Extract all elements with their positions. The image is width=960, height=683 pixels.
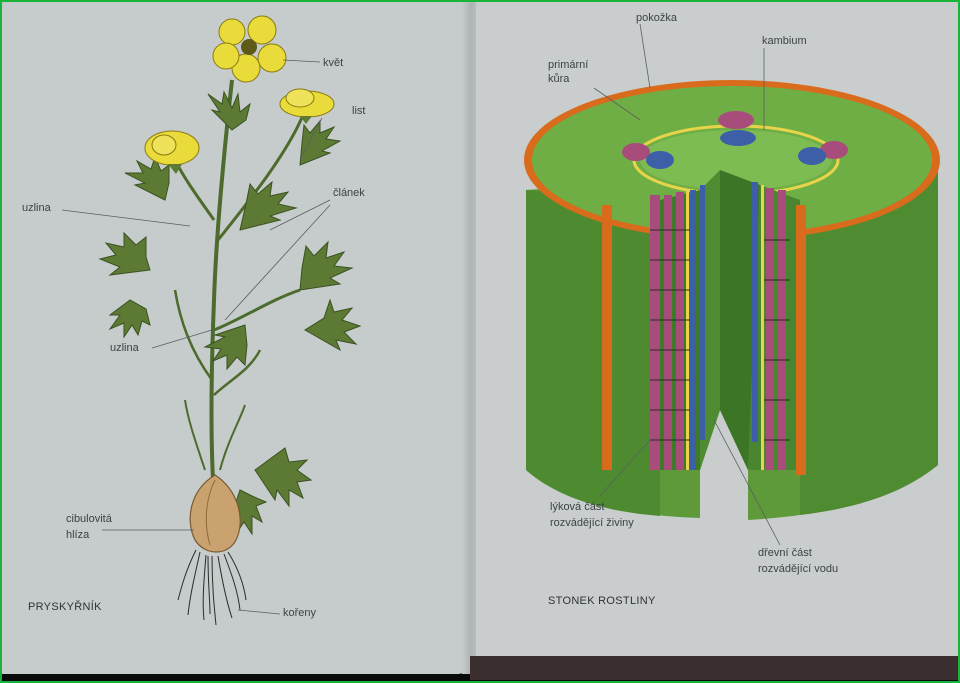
label-koreny: kořeny (283, 607, 317, 619)
label-lyko-2: rozvádějící živiny (550, 517, 634, 529)
flower-right (279, 88, 335, 124)
label-clanek: článek (333, 187, 365, 199)
label-drevo-2: rozvádějící vodu (758, 563, 838, 575)
label-primarni-2: kůra (548, 73, 570, 85)
roots (177, 549, 247, 626)
caption-left: PRYSKYŘNÍK (28, 600, 102, 613)
label-drevo-1: dřevní část (758, 547, 812, 559)
label-list: list (352, 105, 365, 117)
label-primarni-1: primární (548, 59, 588, 71)
label-uzlina-mid: uzlina (110, 342, 140, 354)
table-background (470, 656, 958, 680)
left-leader-lines (61, 59, 331, 615)
label-kambium: kambium (762, 35, 807, 47)
buttercup-plant (98, 15, 362, 626)
flower-top (212, 15, 287, 83)
label-pokozka: pokožka (636, 12, 678, 24)
label-hliza-1: cibulovitá (66, 513, 113, 525)
right-leader-lines (593, 23, 781, 546)
caption-right: STONEK ROSTLINY (548, 595, 656, 607)
label-lyko-1: lýková část (550, 501, 604, 513)
flower-left (144, 130, 200, 174)
label-kvet: květ (323, 57, 343, 69)
stem-cross-section (524, 80, 940, 520)
label-hliza-2: hlíza (66, 529, 90, 541)
bulb (189, 474, 241, 553)
label-uzlina-top: uzlina (22, 202, 52, 214)
